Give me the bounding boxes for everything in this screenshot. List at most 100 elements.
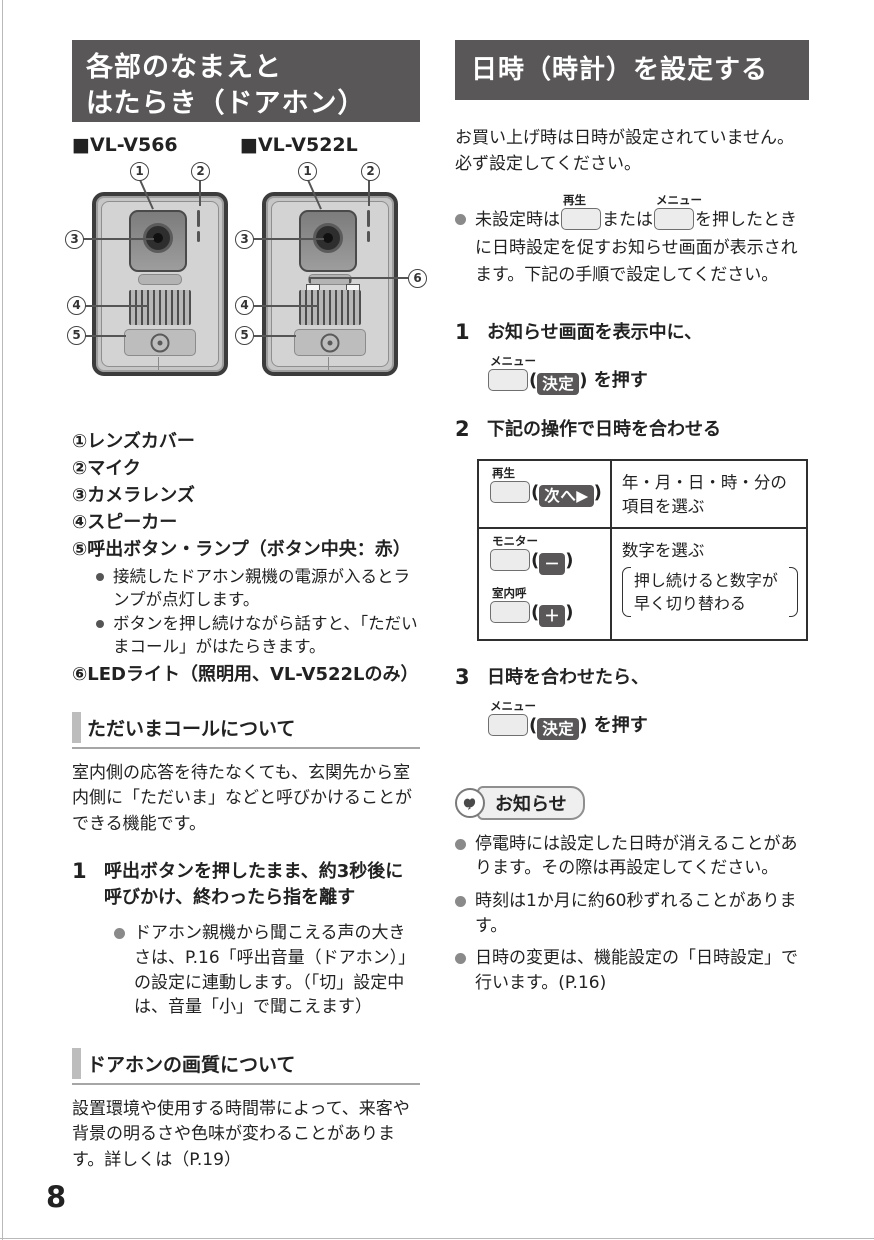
page-bottom-border [0, 1238, 874, 1239]
bracket-text: 押し続けると数字が早く切り替わる [633, 570, 778, 613]
datetime-step-1: 1 お知らせ画面を表示中に、 メニュー(決定) を押す [455, 320, 809, 395]
operation-description-cell: 数字を選ぶ 押し続けると数字が早く切り替わる [609, 526, 808, 641]
part-item-2: ②マイク [72, 458, 141, 479]
right-column: 日時（時計）を設定する お買い上げ時は日時が設定されていません。必ず設定してくだ… [455, 40, 809, 996]
callout-3b: 3 [235, 230, 254, 249]
menu-key: メニュー [488, 700, 536, 736]
room-call-key-label: 室内呼 [492, 585, 527, 600]
operation-description: 数字を選ぶ [621, 540, 705, 560]
notice-list: 停電時には設定した日時が消えることがあります。その際は再設定してください。 時刻… [455, 832, 809, 996]
step-instruction: 下記の操作で日時を合わせる [487, 418, 721, 440]
play-key: 再生 [561, 194, 601, 230]
step-instruction: 日時を合わせたら、 [487, 666, 649, 688]
paren-open: ( [531, 601, 540, 623]
callout-4b: 4 [235, 296, 254, 315]
table-row: モニター(－) 室内呼(＋) 数字を選ぶ 押し続けると数字が早く切り替わる [477, 526, 808, 641]
key-button-icon [490, 600, 530, 623]
callout-5: 5 [67, 326, 86, 345]
part-item-1: ①レンズカバー [72, 431, 195, 452]
paren-open: ( [529, 714, 538, 736]
datetime-operation-table: 再生(次へ▶) 年・月・日・時・分の項目を選ぶ モニター(－) 室内呼(＋) 数… [477, 458, 808, 641]
leader-line [309, 277, 408, 279]
step-key-action: メニュー(決定) を押す [487, 355, 702, 395]
play-key-label: 再生 [492, 465, 515, 480]
datetime-step-2: 2 下記の操作で日時を合わせる [455, 417, 809, 443]
leader-line [252, 238, 324, 240]
datetime-step-3: 3 日時を合わせたら、 メニュー(決定) を押す [455, 665, 809, 740]
microphone-slot [197, 210, 200, 227]
notice-item-3: 日時の変更は、機能設定の「日時設定」で行います。(P.16) [455, 946, 809, 995]
camera-lens-icon [313, 222, 343, 253]
notice-bird-icon [455, 787, 485, 818]
notice-item-2: 時刻は1か月に約60秒ずれることがあります。 [455, 889, 809, 938]
paren-open: ( [531, 549, 540, 571]
doorphone-vl-v522l-illustration [262, 192, 398, 376]
callout-6: 6 [408, 269, 427, 288]
section-title-parts: 各部のなまえと はたらき（ドアホン） [72, 40, 420, 122]
key-button-icon [488, 368, 528, 391]
note-text-pre: 未設定時は [475, 210, 560, 230]
page-number: 8 [46, 1180, 67, 1214]
callout-5b: 5 [235, 326, 254, 345]
callout-3: 3 [65, 230, 84, 249]
callout-1b: 1 [298, 162, 317, 181]
minus-badge: － [539, 552, 566, 575]
menu-key: メニュー [488, 355, 536, 391]
section-title-parts-line2: はたらき（ドアホン） [86, 87, 366, 119]
press-text: を押す [587, 369, 648, 391]
paren-close: ) [593, 481, 602, 503]
menu-key-label: メニュー [490, 698, 536, 713]
callout-2: 2 [191, 162, 210, 181]
leader-line [254, 335, 296, 337]
leader-line [254, 305, 318, 307]
paren-open: ( [531, 481, 540, 503]
microphone-slot-2 [197, 231, 200, 242]
image-quality-description: 設置環境や使用する時間帯によって、来客や背景の明るさや色味が変わることがあります… [72, 1098, 410, 1170]
table-row: 再生(次へ▶) 年・月・日・時・分の項目を選ぶ [477, 458, 808, 529]
key-button-icon [654, 208, 694, 230]
leader-line [199, 180, 201, 206]
leader-line [368, 180, 370, 206]
call-button [294, 329, 366, 356]
tadaima-call-description: 室内側の応答を待たなくても、玄関先から室内側に「ただいま」などと呼びかけることが… [72, 762, 412, 834]
callout-1: 1 [130, 162, 149, 181]
camera-block [129, 210, 187, 272]
part-item-3: ③カメラレンズ [72, 485, 195, 506]
part-5-note-1: 接続したドアホン親機の電源が入るとランプが点灯します。 [96, 565, 420, 612]
leader-line [349, 277, 351, 283]
play-key: 再生 [490, 467, 530, 503]
camera-chin [138, 274, 182, 285]
callout-2b: 2 [361, 162, 380, 181]
step-number: 1 [455, 319, 470, 344]
camera-lens-icon [143, 222, 173, 253]
section-title-datetime: 日時（時計）を設定する [455, 40, 809, 100]
microphone-slot-2 [367, 231, 370, 242]
menu-key: メニュー [654, 194, 702, 230]
parts-list: ①レンズカバー ②マイク ③カメラレンズ ④スピーカー ⑤呼出ボタン・ランプ（ボ… [72, 428, 420, 688]
paren-close: ) [565, 549, 574, 571]
leader-line [82, 238, 154, 240]
next-badge: 次へ▶ [539, 484, 594, 507]
call-button [124, 329, 196, 356]
subsection-image-quality-title: ドアホンの画質について [72, 1047, 420, 1085]
part-item-4: ④スピーカー [72, 512, 178, 533]
left-column: 各部のなまえと はたらき（ドアホン） ■VL-V566 ■VL-V522L [65, 40, 427, 1173]
part-5-note-2: ボタンを押し続けながら話すと、「ただいまコール」がはたらきます。 [96, 612, 420, 659]
notice-item-1: 停電時には設定した日時が消えることがあります。その際は再設定してください。 [455, 832, 809, 881]
base-line [328, 357, 329, 370]
part-item-5: ⑤呼出ボタン・ランプ（ボタン中央：赤） [72, 539, 411, 560]
ok-badge: 決定 [537, 717, 580, 740]
camera-block [299, 210, 357, 272]
tadaima-step-1: 1 呼出ボタンを押したまま、約3秒後に呼びかけ、終わったら指を離す ドアホン親機… [72, 859, 420, 1020]
note-text-post: を押したときに日時設定を促すお知らせ画面が表示されます。下記の手順で設定してくだ… [475, 210, 798, 286]
model-vl-v566: ■VL-V566 [72, 134, 178, 156]
key-action: 室内呼(＋) [489, 587, 602, 627]
bird-icon [463, 798, 476, 810]
room-call-key: 室内呼 [490, 587, 530, 623]
notice-label: お知らせ [477, 785, 585, 820]
paren-open: ( [529, 369, 538, 391]
speaker-grille [299, 290, 361, 325]
bracket-note: 押し続けると数字が早く切り替わる [621, 566, 798, 617]
play-key-label: 再生 [563, 193, 586, 207]
